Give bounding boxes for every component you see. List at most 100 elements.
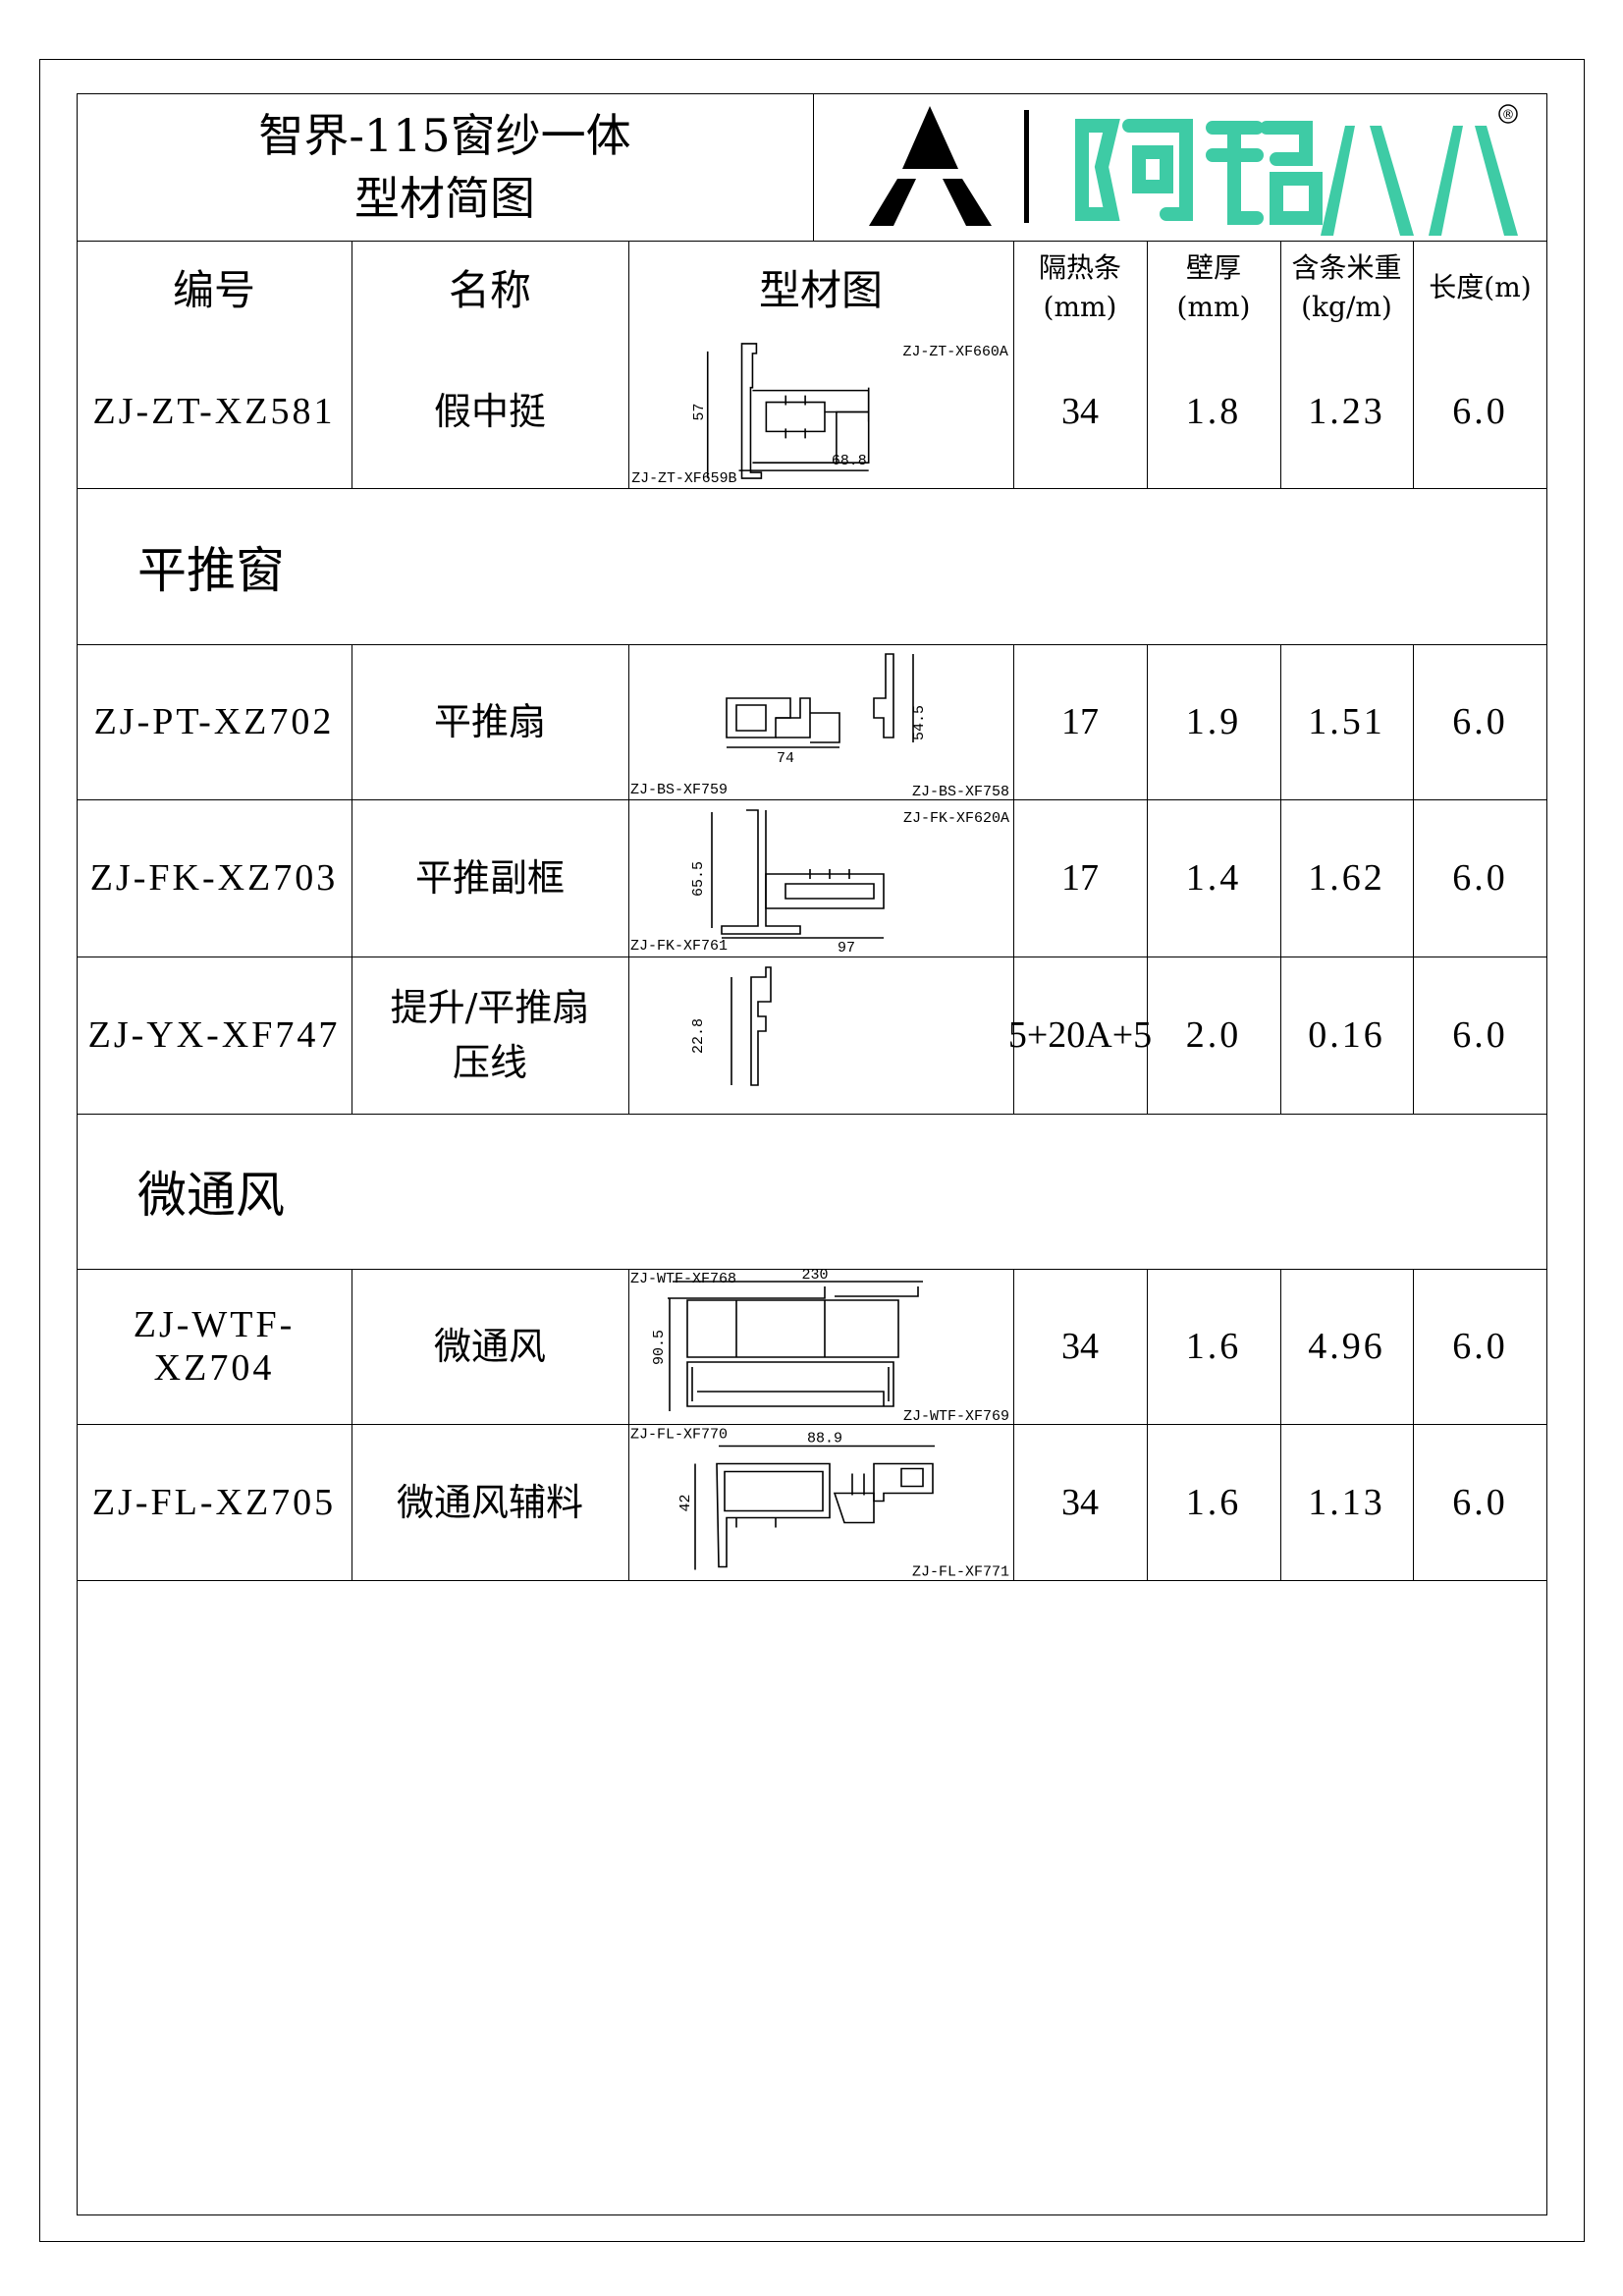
column-divider	[1013, 957, 1014, 1114]
col-header-wall: 壁厚 (mm)	[1147, 241, 1280, 334]
strip-width: 5+20A+5	[1007, 1014, 1153, 1056]
drawing-label-dim_v: 90.5	[651, 1330, 668, 1365]
drawing-label-br: ZJ-WTF-XF769	[903, 1408, 1009, 1424]
profile-code: ZJ-FK-XZ703	[89, 857, 339, 899]
column-divider	[1147, 1424, 1148, 1580]
row-divider	[77, 644, 1547, 645]
profile-name-line: 提升/平推扇	[390, 986, 590, 1029]
column-divider	[628, 799, 629, 957]
column-divider	[1413, 799, 1414, 957]
profile-code: ZJ-ZT-XZ581	[92, 390, 336, 432]
strip-width: 17	[1061, 857, 1099, 899]
column-divider	[628, 1269, 629, 1424]
row-divider	[77, 799, 1547, 800]
section-heading: 平推窗	[137, 541, 285, 599]
profile-code: ZJ-YX-XF747	[87, 1014, 341, 1056]
column-divider	[1147, 644, 1148, 799]
column-divider	[1147, 334, 1148, 488]
drawing-label-dim_h: 230	[801, 1269, 828, 1284]
drawing-label-dim_h: 68.8	[832, 454, 867, 469]
page-outer-border	[39, 59, 1585, 2242]
drawing-label-tr: ZJ-FK-XF620A	[903, 810, 1009, 827]
column-divider	[1147, 799, 1148, 957]
length: 6.0	[1452, 1014, 1508, 1056]
title-line-2: 型材简图	[354, 172, 535, 225]
column-divider	[1013, 1269, 1014, 1424]
wall-thickness: 2.0	[1185, 1014, 1242, 1056]
column-divider	[1013, 241, 1014, 334]
row-divider	[77, 488, 1547, 489]
column-divider	[1147, 957, 1148, 1114]
weight-per-meter: 1.62	[1308, 857, 1385, 899]
column-divider	[1280, 1269, 1281, 1424]
drawing-label-bl: ZJ-FK-XF761	[630, 938, 728, 955]
drawing-label-dim_v: 22.8	[690, 1018, 707, 1054]
profile-name-line: 微通风	[433, 1325, 546, 1368]
drawing-label-dim_h: 74	[777, 750, 794, 767]
col-header-weight: 含条米重 (kg/m)	[1280, 241, 1413, 334]
strip-width: 34	[1061, 1481, 1099, 1523]
drawing-label-tl: ZJ-FL-XF770	[630, 1427, 728, 1444]
column-divider	[1280, 644, 1281, 799]
weight-per-meter: 0.16	[1308, 1014, 1385, 1056]
profile-name: 平推副框	[352, 799, 628, 957]
strip-width: 34	[1061, 1326, 1099, 1367]
profile-name-line: 假中挺	[433, 389, 546, 433]
profile-name: 微通风辅料	[352, 1424, 628, 1580]
profile-code: ZJ-WTF-XZ704	[133, 1304, 296, 1389]
column-divider	[1413, 957, 1414, 1114]
length: 6.0	[1452, 390, 1508, 432]
strip-label: 隔热条	[1038, 250, 1121, 284]
column-divider	[628, 644, 629, 799]
col-header-code: 编号	[172, 266, 255, 314]
drawing-label-dim_v: 42	[677, 1494, 694, 1511]
registered-mark: ®	[1502, 108, 1515, 123]
column-divider	[1147, 1269, 1148, 1424]
column-divider	[1413, 241, 1414, 334]
profile-name-line: 压线	[452, 1041, 527, 1084]
profile-section-drawing: 22.8	[690, 966, 772, 1086]
profile-name: 假中挺	[352, 334, 628, 488]
column-divider	[1413, 334, 1414, 488]
weight-per-meter: 1.51	[1308, 701, 1385, 742]
row-divider	[77, 1580, 1547, 1581]
column-divider	[1413, 1424, 1414, 1580]
length: 6.0	[1452, 1326, 1508, 1367]
wall-thickness: 1.4	[1185, 857, 1242, 899]
column-divider	[628, 241, 629, 334]
profile-name-line: 平推副框	[414, 856, 565, 900]
weight-unit: (kg/m)	[1301, 290, 1392, 323]
column-divider	[1013, 334, 1014, 488]
weight-per-meter: 1.13	[1308, 1481, 1385, 1523]
section-heading: 微通风	[137, 1167, 285, 1224]
column-divider	[1280, 799, 1281, 957]
col-header-strip: 隔热条 (mm)	[1013, 241, 1147, 334]
strip-width: 17	[1061, 701, 1099, 742]
row-divider	[77, 1269, 1547, 1270]
column-divider	[1413, 1269, 1414, 1424]
title-line-1: 智界-115窗纱一体	[258, 109, 631, 162]
column-divider	[1280, 1424, 1281, 1580]
wall-thickness: 1.9	[1185, 701, 1242, 742]
profile-name: 微通风	[352, 1269, 628, 1424]
wall-unit: (mm)	[1176, 290, 1251, 323]
table-frame	[77, 93, 1547, 2215]
column-divider	[1280, 334, 1281, 488]
wall-thickness: 1.6	[1185, 1481, 1242, 1523]
column-divider	[1013, 799, 1014, 957]
profile-code: ZJ-FL-XZ705	[91, 1481, 337, 1523]
document-title: 智界-115窗纱一体 型材简图	[77, 93, 813, 241]
wall-thickness: 1.6	[1185, 1326, 1242, 1367]
profile-name-line: 平推扇	[433, 700, 546, 743]
drawing-label-br: ZJ-BS-XF758	[912, 784, 1009, 799]
length: 6.0	[1452, 1481, 1508, 1523]
profile-drawing: 22.8	[628, 957, 1013, 1114]
drawing-label-dim_v: 57	[692, 404, 708, 421]
